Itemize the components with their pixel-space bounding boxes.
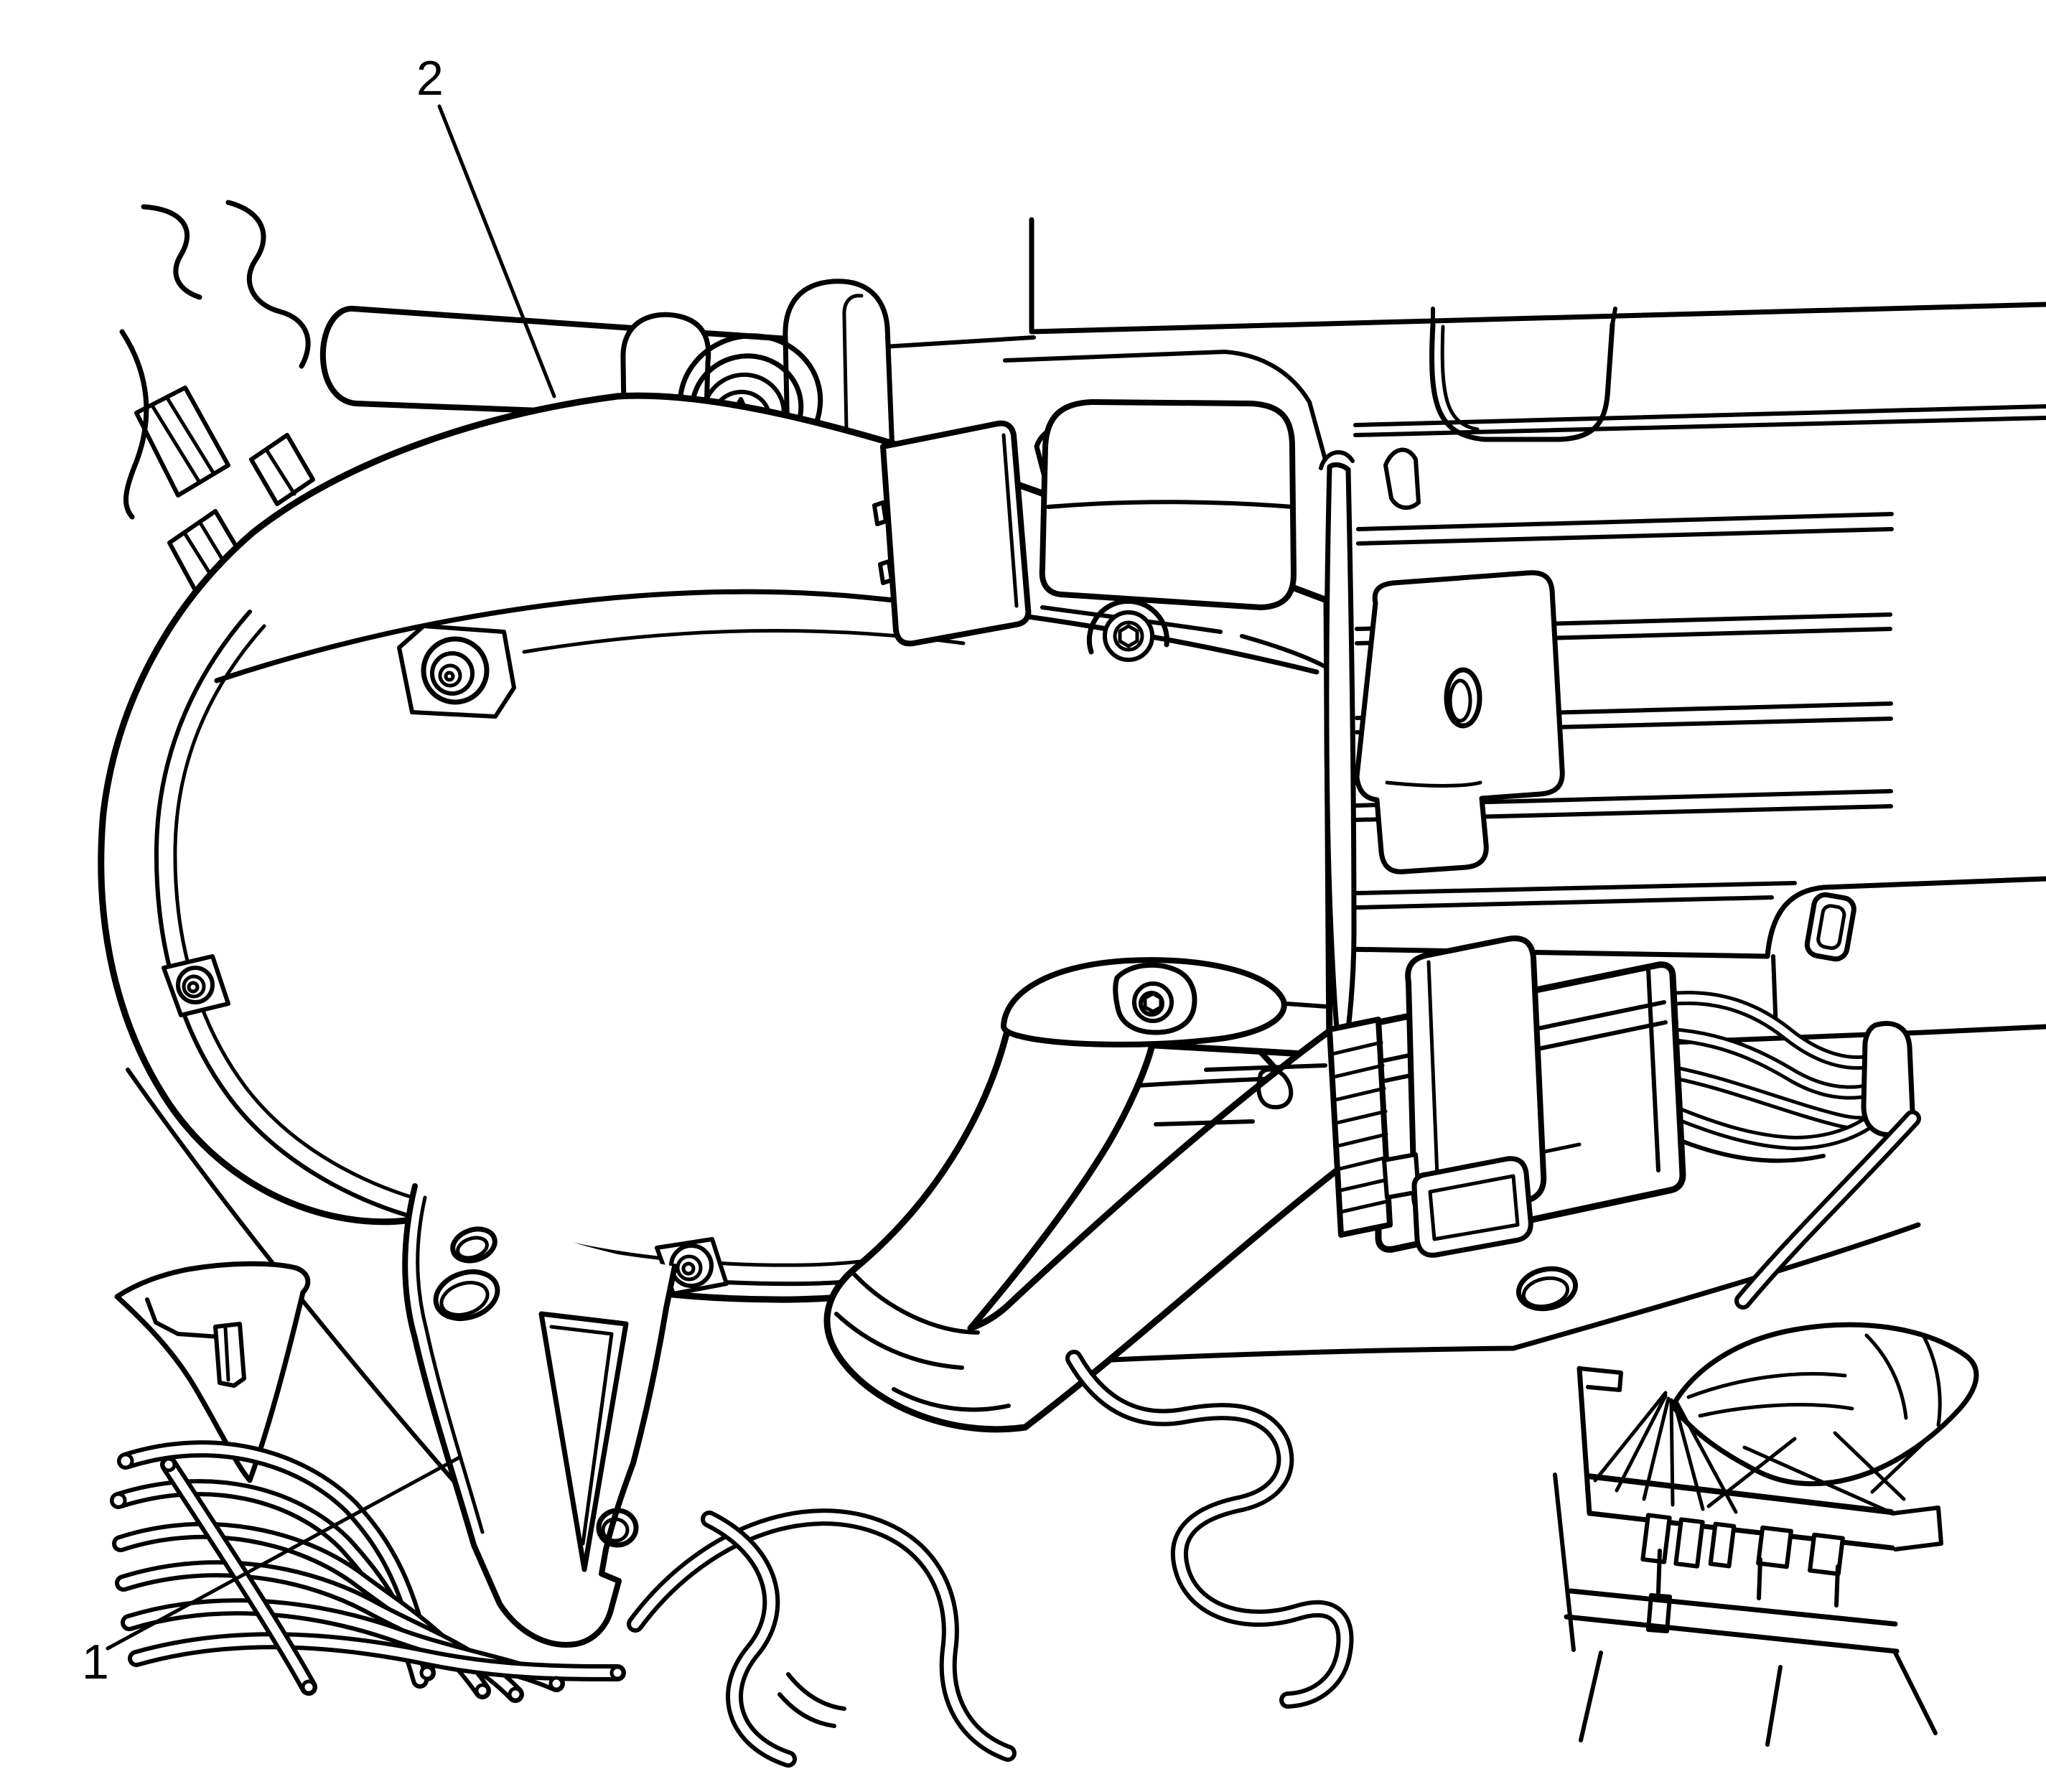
connector-ribbed-collar — [1327, 1017, 1393, 1238]
duct-mount-dish — [1000, 957, 1329, 1110]
callout-2-label: 2 — [416, 51, 444, 106]
wire-loop — [1256, 1067, 1294, 1110]
connector-latch-clip — [1382, 935, 1547, 1258]
taped-harness-and-junction-block — [1553, 1119, 1979, 1747]
cover-rivet-left — [162, 954, 230, 1017]
engine-compartment-parts — [119, 200, 315, 611]
cover-flange — [1319, 447, 1421, 1070]
callout-1-leader-line — [106, 1455, 462, 1651]
callout-2: 2 — [416, 51, 556, 398]
panel-step-block — [1765, 876, 2046, 1033]
blower-duct-elbow — [823, 1027, 1346, 1433]
cover-rivet-upper — [397, 624, 516, 719]
cover-end-housing — [1039, 399, 1297, 610]
wire-harness — [112, 1449, 623, 1700]
callout-2-leader-line — [437, 104, 556, 398]
floor-lower-fold — [1022, 1222, 1921, 1367]
callout-1: 1 — [82, 1455, 462, 1689]
cover-connector-socket — [872, 420, 1032, 647]
electrical-connector — [1327, 935, 1915, 1258]
floor-oval-hole — [1515, 1266, 1579, 1312]
loose-wires — [635, 1358, 1345, 1759]
torn-liner-flap — [114, 1261, 311, 1483]
clip-bracket-plate — [1354, 570, 1565, 874]
cover-ledge-rivet — [1040, 598, 1327, 668]
wire-bundle-tip — [1861, 1021, 1915, 1138]
mounting-bracket — [402, 1183, 678, 1648]
callout-1-label: 1 — [82, 1635, 109, 1689]
junction-block — [1553, 1366, 1943, 1747]
panel-pocket — [1429, 307, 1617, 442]
